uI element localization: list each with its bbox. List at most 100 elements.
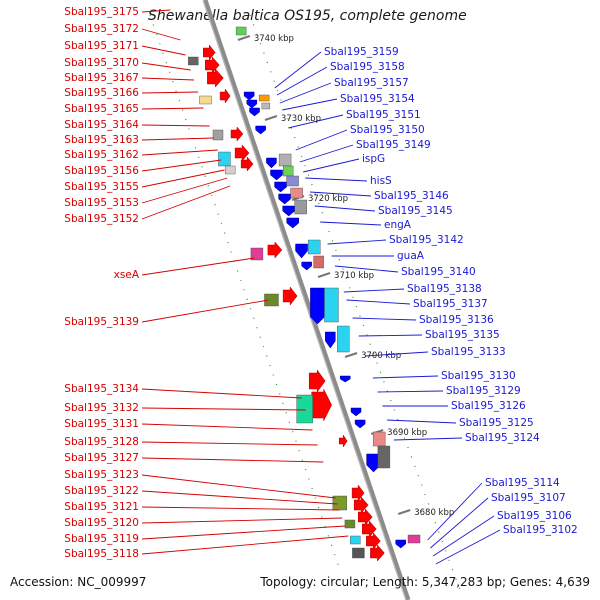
right-label-leader — [377, 390, 444, 393]
forward-gene-arrow — [353, 496, 369, 514]
right-label-leader — [276, 66, 328, 96]
right-gene-label: Sbal195_3129 — [446, 385, 521, 397]
left-label-leader — [141, 474, 336, 499]
left-gene-label: Sbal195_3172 — [64, 23, 139, 35]
right-label-leader — [327, 239, 387, 245]
scale-tick-mark — [397, 509, 411, 515]
gene-category-box — [286, 175, 299, 187]
left-gene-label: Sbal195_3139 — [64, 316, 139, 328]
gene-category-box — [332, 495, 348, 511]
left-label-leader — [141, 107, 204, 110]
reverse-gene-arrow — [270, 169, 283, 181]
gene-category-box — [199, 95, 212, 105]
forward-gene-arrow — [357, 508, 373, 526]
right-gene-label: Sbal195_3137 — [413, 298, 488, 310]
left-label-leader — [141, 525, 345, 540]
reverse-gene-arrow — [278, 193, 291, 205]
forward-gene-arrow — [240, 156, 254, 172]
right-label-leader — [299, 144, 354, 163]
scale-tick-label: 3740 kbp — [254, 34, 294, 44]
left-label-leader — [141, 535, 349, 555]
right-label-leader — [430, 497, 489, 549]
left-label-leader — [141, 185, 231, 220]
left-label-leader — [141, 457, 324, 463]
right-label-leader — [288, 114, 344, 129]
genome-stats-text: Topology: circular; Length: 5,347,283 bp… — [260, 575, 590, 589]
right-gene-label: Sbal195_3102 — [503, 524, 578, 536]
left-label-leader — [141, 407, 306, 411]
reverse-gene-arrow — [243, 91, 255, 101]
right-label-leader — [432, 515, 495, 557]
right-gene-label: Sbal195_3146 — [374, 190, 449, 202]
left-gene-label: Sbal195_3118 — [64, 548, 139, 560]
right-gene-label: Sbal195_3151 — [346, 109, 421, 121]
right-gene-label: Sbal195_3130 — [441, 370, 516, 382]
reverse-gene-arrow — [249, 107, 260, 117]
right-label-leader — [387, 419, 457, 424]
left-gene-label: Sbal195_3132 — [64, 402, 139, 414]
forward-gene-arrow — [207, 68, 224, 88]
right-gene-label: Sbal195_3136 — [419, 314, 494, 326]
genome-backbone-highlight — [202, 0, 407, 600]
right-label-leader — [309, 191, 372, 197]
right-label-leader — [314, 205, 376, 212]
right-label-leader — [352, 317, 417, 321]
forward-gene-arrow — [362, 520, 377, 538]
left-label-leader — [141, 91, 199, 94]
gene-category-box — [372, 431, 386, 447]
right-label-leader — [279, 82, 332, 104]
left-label-leader — [141, 77, 195, 81]
gene-category-box — [250, 247, 264, 261]
left-gene-label: Sbal195_3165 — [64, 103, 139, 115]
reverse-gene-arrow — [301, 261, 312, 271]
reverse-gene-arrow — [354, 419, 366, 429]
gene-category-box — [235, 26, 247, 36]
gene-category-box — [344, 519, 356, 529]
left-label-leader — [141, 177, 228, 204]
left-gene-label: Sbal195_3171 — [64, 40, 139, 52]
scale-tick-label: 3720 kbp — [308, 194, 348, 204]
right-label-leader — [365, 351, 429, 357]
right-label-leader — [427, 482, 483, 541]
gene-category-box — [264, 293, 279, 307]
reverse-gene-arrow — [282, 205, 295, 217]
left-gene-label: Sbal195_3120 — [64, 517, 139, 529]
left-label-leader — [141, 388, 302, 399]
right-gene-label: Sbal195_3106 — [497, 510, 572, 522]
right-gene-label: Sbal195_3145 — [378, 205, 453, 217]
gene-category-box — [352, 547, 365, 559]
reverse-gene-arrow — [246, 99, 258, 109]
left-label-leader — [141, 149, 218, 156]
left-gene-label: Sbal195_3153 — [64, 197, 139, 209]
scale-tick-label: 3700 kbp — [361, 351, 401, 361]
left-gene-label: Sbal195_3156 — [64, 165, 139, 177]
reverse-gene-arrow — [310, 287, 325, 325]
right-label-leader — [282, 98, 338, 111]
right-label-leader — [372, 375, 439, 379]
right-label-leader — [305, 177, 368, 182]
left-label-leader — [141, 257, 255, 276]
left-gene-label: Sbal195_3167 — [64, 72, 139, 84]
track-guide-outer-right — [249, 14, 461, 591]
right-gene-label: Sbal195_3154 — [340, 93, 415, 105]
right-gene-label: Sbal195_3140 — [401, 266, 476, 278]
scale-tick-mark — [344, 352, 358, 358]
scale-tick-label: 3710 kbp — [334, 271, 374, 281]
forward-gene-arrow — [308, 369, 326, 393]
left-label-leader — [141, 169, 225, 188]
gene-category-box — [377, 445, 391, 469]
left-gene-label: Sbal195_3170 — [64, 57, 139, 69]
left-gene-label: Sbal195_3121 — [64, 501, 139, 513]
gene-category-box — [308, 239, 321, 255]
left-label-leader — [141, 62, 191, 71]
reverse-gene-arrow — [286, 217, 300, 229]
right-gene-label: hisS — [370, 175, 392, 187]
genome-backbone — [202, 0, 411, 600]
right-gene-label: Sbal195_3125 — [459, 417, 534, 429]
right-gene-label: guaA — [397, 250, 425, 262]
scale-tick-label: 3680 kbp — [414, 508, 454, 518]
right-gene-label: Sbal195_3126 — [451, 400, 526, 412]
left-gene-label: Sbal195_3134 — [64, 383, 139, 395]
left-label-leader — [141, 299, 269, 323]
